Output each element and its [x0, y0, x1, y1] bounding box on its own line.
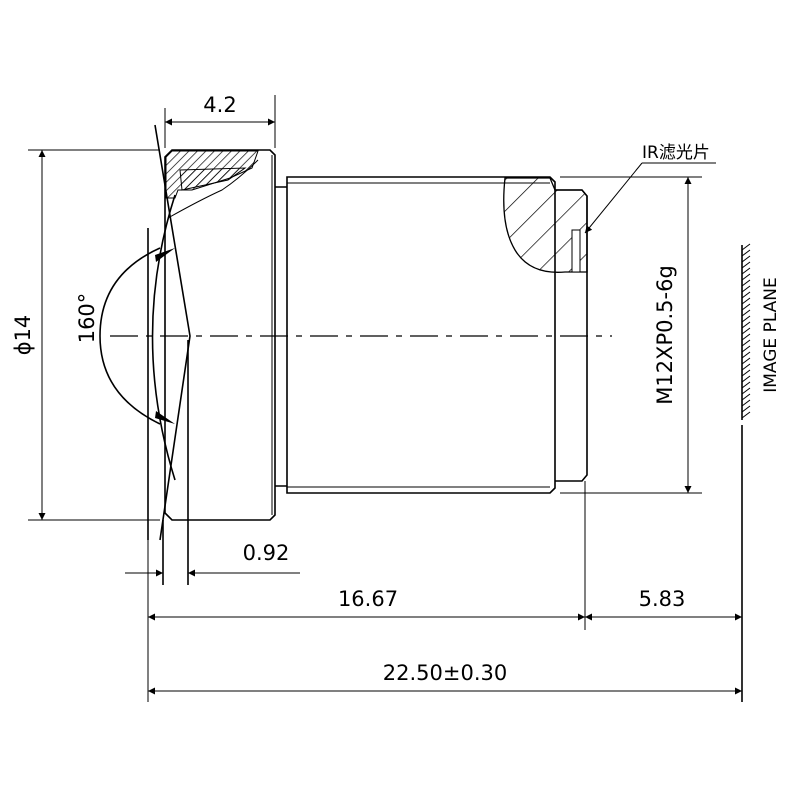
- image-plane-hatch: [741, 333, 751, 341]
- dim-front-length: [164, 95, 276, 148]
- dim-diameter: [28, 149, 160, 521]
- step: [275, 186, 287, 487]
- image-plane-hatch: [741, 369, 751, 377]
- dim-flange-length-label: 16.67: [338, 587, 398, 611]
- image-plane-hatch: [741, 375, 751, 383]
- image-plane: [741, 243, 751, 702]
- image-plane-hatch: [741, 279, 751, 287]
- fov-label: 160°: [75, 293, 99, 344]
- image-plane-hatch: [741, 261, 751, 269]
- image-plane-hatch: [741, 321, 751, 329]
- image-plane-hatch: [741, 297, 751, 305]
- barrel: [286, 176, 588, 494]
- image-plane-hatch: [741, 327, 751, 335]
- image-plane-hatch: [741, 345, 751, 353]
- image-plane-hatch: [741, 411, 751, 419]
- image-plane-hatch: [741, 285, 751, 293]
- ir-filter: [571, 229, 581, 273]
- image-plane-hatch: [741, 387, 751, 395]
- image-plane-hatch: [741, 381, 751, 389]
- ir-filter-leader: [584, 162, 716, 234]
- image-plane-hatch: [741, 309, 751, 317]
- image-plane-hatch: [741, 273, 751, 281]
- image-plane-hatch: [741, 339, 751, 347]
- image-plane-hatch: [741, 315, 751, 323]
- dim-front-length-label: 4.2: [203, 93, 236, 117]
- front-cap: [164, 149, 276, 521]
- lens-elements: [99, 124, 191, 585]
- image-plane-hatch: [741, 393, 751, 401]
- image-plane-hatch: [741, 255, 751, 263]
- image-plane-hatch: [741, 405, 751, 413]
- dim-total-length-label: 22.50±0.30: [383, 661, 507, 685]
- image-plane-hatch: [741, 291, 751, 299]
- dim-lens-offset-label: 0.92: [243, 541, 290, 565]
- image-plane-hatch: [741, 249, 751, 257]
- image-plane-hatch: [741, 351, 751, 359]
- image-plane-hatch: [741, 399, 751, 407]
- image-plane-hatch: [741, 357, 751, 365]
- image-plane-hatch: [741, 267, 751, 275]
- ir-filter-label: IR滤光片: [642, 143, 710, 163]
- dim-diameter-label: ϕ14: [11, 315, 35, 356]
- image-plane-label: IMAGE PLANE: [761, 277, 781, 393]
- dim-back-focal-label: 5.83: [639, 587, 686, 611]
- image-plane-hatch: [741, 363, 751, 371]
- image-plane-hatch: [741, 303, 751, 311]
- dim-thread-label: M12XP0.5-6g: [653, 265, 677, 405]
- image-plane-hatch: [741, 243, 751, 251]
